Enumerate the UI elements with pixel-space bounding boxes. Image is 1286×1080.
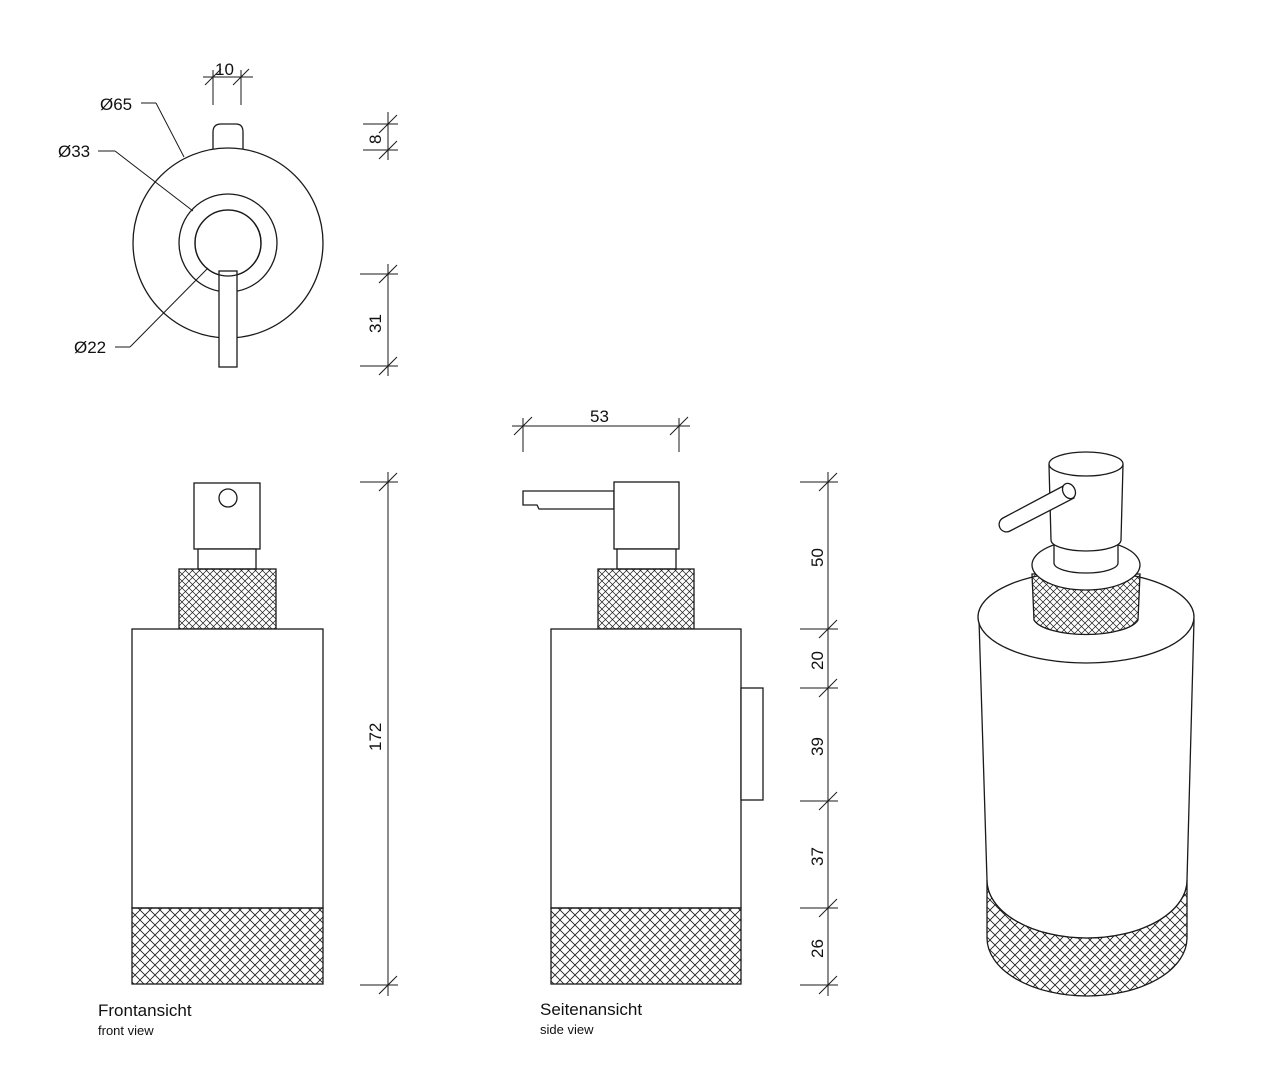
dim-26: 26 [808,939,827,958]
dim-37: 37 [808,847,827,866]
top-spout-tab [212,123,244,151]
side-pump-head [613,481,680,550]
dim-31: 31 [366,314,385,333]
front-nozzle-hole [218,488,238,508]
iso-view [977,451,1195,997]
side-view-label: Seitenansicht [540,1000,642,1019]
dim-d22: Ø22 [74,338,106,357]
side-body [550,628,742,909]
iso-spout [998,483,1075,533]
top-view: 10 Ø65 Ø33 Ø22 8 31 [58,60,398,376]
front-pump-head [193,482,261,550]
front-body [131,628,324,909]
side-pump-stem [616,548,677,570]
front-view-label: Frontansicht [98,1001,192,1020]
dim-d33: Ø33 [58,142,90,161]
side-knurled-collar [597,568,695,630]
dim-53: 53 [590,407,609,426]
side-wall-bracket [740,687,764,801]
front-knurled-base [131,907,324,985]
front-pump-stem [197,548,257,570]
top-lever [218,270,238,368]
side-knurled-base [550,907,742,985]
dim-d65: Ø65 [100,95,132,114]
dim-172: 172 [366,723,385,751]
dim-20: 20 [808,651,827,670]
front-knurled-collar [178,568,277,630]
front-view: 172 Frontansicht front view [98,472,398,1038]
iso-body [978,619,1195,939]
dim-50: 50 [808,548,827,567]
side-spout [522,490,615,510]
iso-knurled-collar [1031,573,1141,636]
dim-10: 10 [215,60,234,79]
dim-39: 39 [808,737,827,756]
iso-pump-head-top [1048,451,1124,477]
dim-8: 8 [366,135,385,144]
side-view: 53 50 20 39 37 26 Seitenansicht side vie… [512,407,838,1037]
iso-pump-head [1048,464,1124,552]
front-view-sublabel: front view [98,1023,154,1038]
side-view-sublabel: side view [540,1022,594,1037]
